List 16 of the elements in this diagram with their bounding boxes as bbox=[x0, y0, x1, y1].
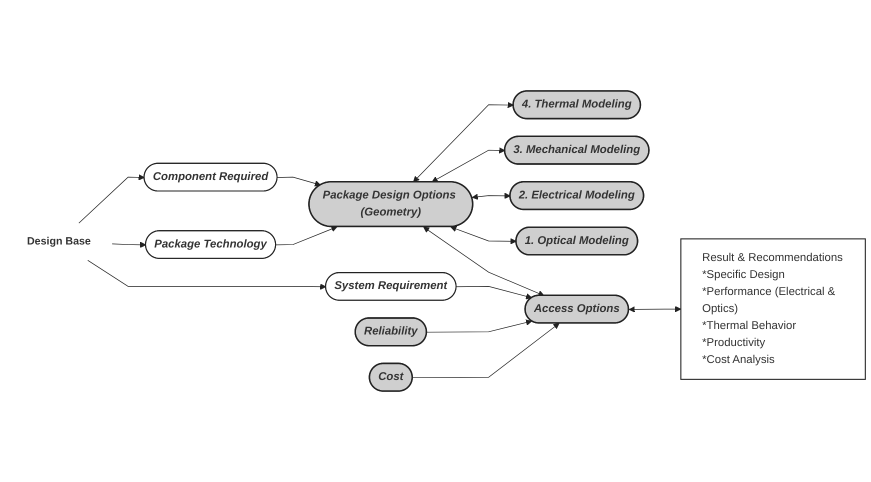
arrow bbox=[412, 323, 560, 378]
node-box: Result & Recommendations *Specific Design *Performance (Electrical & Optics) *Thermal Behavior *Productivity *Cost Analysis bbox=[680, 238, 866, 380]
arrow bbox=[413, 102, 514, 182]
arrow bbox=[432, 147, 506, 182]
arrow bbox=[112, 242, 146, 248]
arrow bbox=[423, 226, 544, 296]
arrow bbox=[456, 286, 532, 300]
arrow bbox=[87, 260, 326, 290]
arrow bbox=[426, 319, 532, 333]
node-text: Design Base bbox=[26, 235, 91, 248]
arrow bbox=[450, 226, 517, 244]
arrow bbox=[277, 176, 321, 186]
arrow bbox=[78, 174, 145, 224]
arrow bbox=[276, 226, 338, 246]
arrow bbox=[628, 306, 682, 313]
arrow bbox=[472, 192, 511, 200]
